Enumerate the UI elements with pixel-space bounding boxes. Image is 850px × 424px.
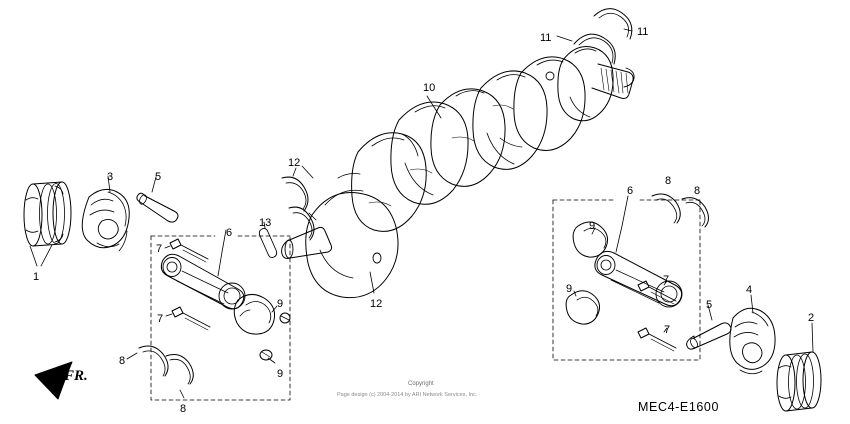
rod-bearing-shells-left	[126, 345, 194, 399]
callout-7-left-upper: 7	[156, 243, 163, 255]
callout-1: 1	[33, 271, 40, 283]
main-bearing-upper-right	[556, 33, 616, 65]
piston-pin-left	[136, 176, 179, 223]
connecting-rod-right	[594, 195, 683, 308]
piston-pin-right	[686, 304, 732, 350]
copyright-line-2: Page design (c) 2004-2014 by ARI Network…	[337, 392, 478, 398]
callout-8-right-outer: 8	[694, 185, 701, 197]
rod-bolt-left-lower	[165, 306, 211, 331]
callout-9-right-upper: 9	[589, 220, 596, 232]
callout-7-right-lower: 7	[664, 324, 671, 336]
piston-left	[81, 175, 130, 252]
rod-bolt-right-lower	[637, 327, 677, 352]
front-direction-label: FR.	[64, 368, 88, 384]
rod-bearing-shells-right	[651, 193, 709, 228]
callout-10: 10	[423, 82, 436, 94]
assembly-group-box-right	[552, 199, 701, 361]
piston-ring-set-left	[23, 181, 72, 267]
callout-5-left: 5	[155, 171, 162, 183]
callout-8-right-inner: 8	[665, 175, 672, 187]
callout-5-right: 5	[706, 299, 713, 311]
main-bearing-top-right	[593, 8, 633, 40]
copyright-line-1: Copyright	[408, 381, 434, 387]
rod-bolt-left-upper	[164, 238, 209, 263]
connecting-rod-left	[160, 229, 246, 310]
callout-9-left-lower: 9	[277, 368, 284, 380]
callout-3: 3	[107, 171, 114, 183]
rod-bolt-right-upper	[637, 280, 677, 305]
callout-8-left-lower: 8	[180, 403, 187, 415]
piston-right	[729, 294, 776, 375]
callout-2: 2	[808, 312, 815, 324]
callout-11-left: 11	[540, 32, 552, 44]
callout-12-lower: 12	[370, 298, 383, 310]
callout-13: 13	[259, 217, 272, 229]
crankshaft	[281, 46, 635, 299]
thrust-washer	[258, 221, 278, 259]
callout-4: 4	[746, 284, 753, 296]
callout-12-upper: 12	[288, 157, 301, 169]
rod-cap-right	[565, 221, 608, 325]
main-bearing-upper-left	[281, 167, 309, 212]
callout-7-left-lower: 7	[157, 313, 164, 325]
assembly-group-box-left	[150, 235, 291, 401]
callout-9-left-upper: 9	[277, 298, 284, 310]
piston-ring-set-right	[776, 322, 822, 412]
callout-7-right-upper: 7	[663, 274, 670, 286]
callout-11-right: 11	[637, 26, 649, 38]
callout-8-left-upper: 8	[119, 355, 126, 367]
callout-6-left: 6	[226, 227, 233, 239]
callout-9-right-lower: 9	[566, 283, 573, 295]
front-direction-arrow	[34, 361, 73, 400]
part-code-label: MEC4-E1600	[638, 400, 720, 414]
callout-6-right: 6	[627, 185, 634, 197]
